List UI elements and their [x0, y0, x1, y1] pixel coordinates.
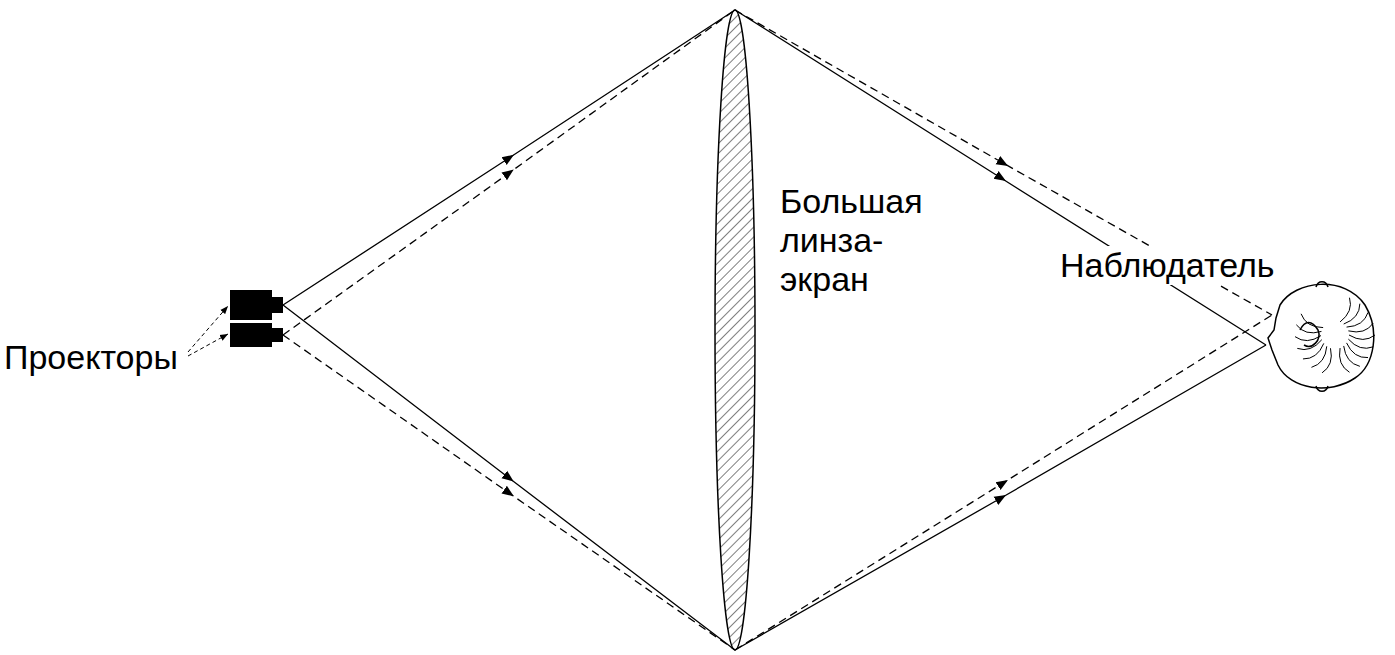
observer-label: Наблюдатель: [1058, 246, 1277, 285]
lens-label: Большая линза-экран: [778, 182, 958, 299]
light-rays-dashed: [283, 10, 1272, 650]
light-rays: [283, 10, 1266, 650]
hair-texture: [1295, 298, 1375, 373]
lens-screen: [715, 10, 755, 650]
observer-head: [1268, 282, 1374, 392]
projector-label: Проекторы: [2, 338, 180, 377]
projectors: [230, 290, 283, 347]
leader-lines: [188, 306, 228, 356]
